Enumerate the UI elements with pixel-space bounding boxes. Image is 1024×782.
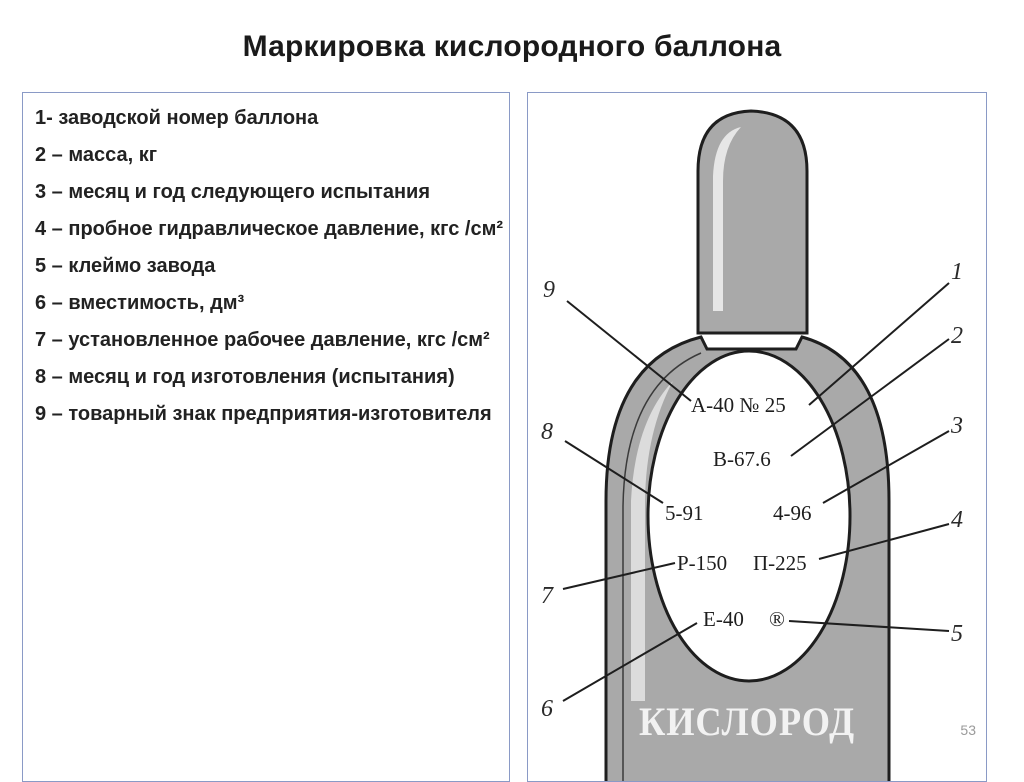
leader-line-3: [822, 430, 950, 504]
legend-item-1: 1- заводской номер баллона: [35, 107, 319, 129]
mark-brand-serial: А-40 № 25: [691, 393, 786, 417]
leader-line-1: [808, 282, 950, 406]
leader-line-2: [790, 338, 950, 457]
cylinder-neck: [696, 109, 809, 335]
mark-test-pressure: П-225: [753, 551, 807, 575]
legend-list: 1- заводской номер баллона 2 – масса, кг…: [35, 103, 505, 436]
legend-item-9: 9 – товарный знак предприятия-изготовите…: [35, 403, 492, 425]
callout-number-7: 7: [541, 583, 554, 609]
mark-capacity: Е-40: [703, 607, 744, 631]
leader-line-4: [818, 523, 950, 560]
callout-number-9: 9: [543, 277, 555, 303]
legend-item-6: 6 – вместимость, дм³: [35, 292, 245, 314]
body-highlight: [631, 381, 673, 701]
body-shoulder-line: [622, 352, 702, 781]
mark-factory-stamp: ®: [769, 607, 785, 631]
legend-item-4: 4 – пробное гидравлическое давление, кгс…: [35, 218, 504, 240]
neck-highlight: [713, 127, 741, 311]
slide-title: Маркировка кислородного баллона: [242, 30, 782, 63]
legend-item-5: 5 – клеймо завода: [35, 255, 216, 277]
mark-mass: В-67.6: [713, 447, 771, 471]
marking-field: [646, 349, 852, 683]
mark-manufactured: 5-91: [665, 501, 704, 525]
callout-number-2: 2: [951, 323, 963, 349]
leader-line-9: [566, 300, 692, 402]
callout-number-8: 8: [541, 419, 553, 445]
cylinder-diagram: А-40 № 25 В-67.6 5-91 4-96 Р-150 П-225 Е…: [541, 109, 963, 781]
leader-line-6: [562, 622, 698, 702]
mark-working-pressure: Р-150: [677, 551, 727, 575]
leader-line-7: [562, 562, 676, 590]
legend-item-7: 7 – установленное рабочее давление, кгс …: [35, 329, 490, 351]
gas-name-label: КИСЛОРОД: [639, 699, 855, 744]
cylinder-figure-panel: А-40 № 25 В-67.6 5-91 4-96 Р-150 П-225 Е…: [527, 92, 987, 782]
legend-item-2: 2 – масса, кг: [35, 144, 158, 166]
callout-number-1: 1: [951, 259, 963, 285]
legend-panel: 1- заводской номер баллона 2 – масса, кг…: [22, 92, 510, 782]
leader-line-8: [564, 440, 664, 504]
callout-number-6: 6: [541, 696, 553, 722]
callout-number-4: 4: [951, 507, 963, 533]
legend-item-3: 3 – месяц и год следующего испытания: [35, 181, 430, 203]
mark-next-test: 4-96: [773, 501, 812, 525]
leader-line-5: [788, 620, 950, 632]
callout-number-3: 3: [950, 413, 963, 439]
page-number: 53: [960, 722, 976, 738]
callout-number-5: 5: [951, 621, 963, 647]
legend-item-8: 8 – месяц и год изготовления (испытания): [35, 366, 455, 388]
